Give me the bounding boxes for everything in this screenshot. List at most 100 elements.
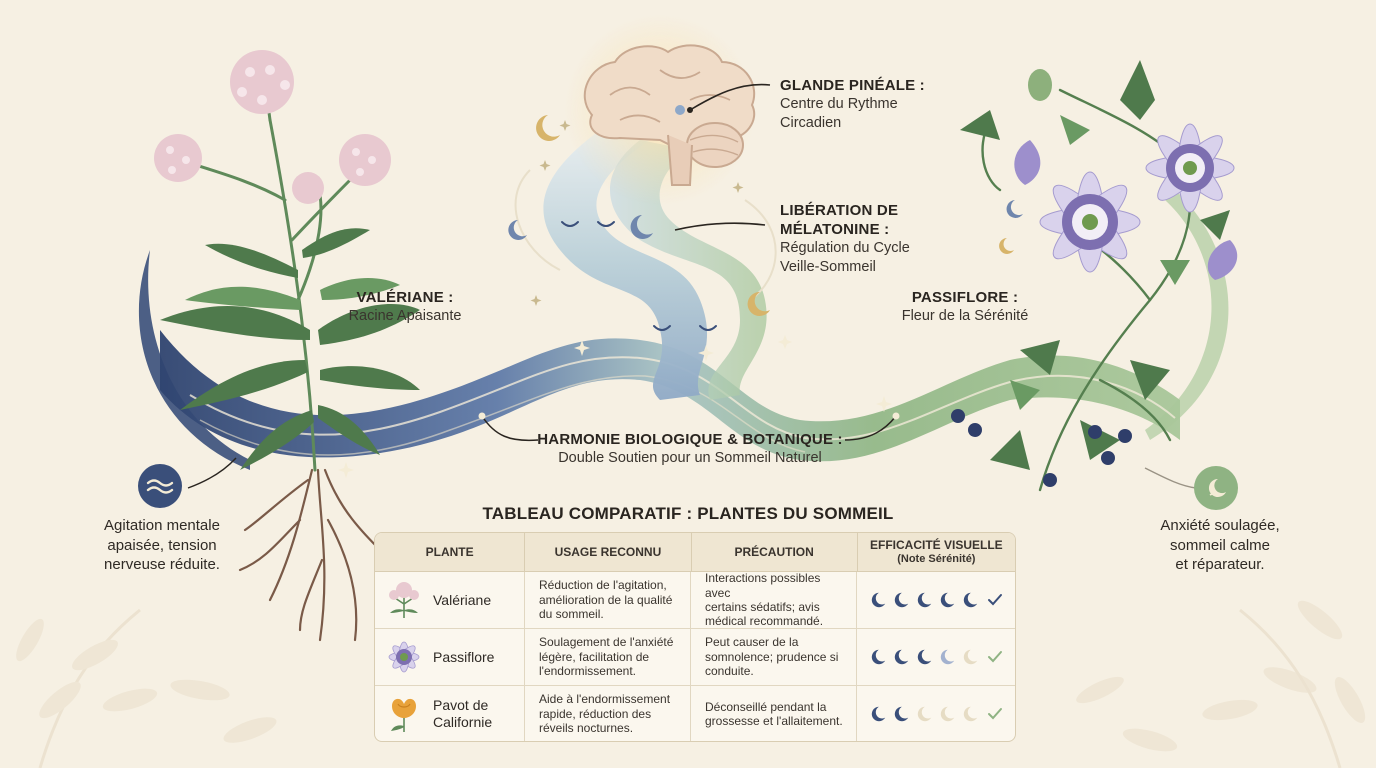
- usage-line: légère, facilitation de: [539, 649, 650, 664]
- moon-full-icon: [871, 706, 886, 722]
- plant-name-line: Passiflore: [433, 648, 495, 665]
- moon-full-icon: [963, 592, 978, 608]
- brain-icon: [583, 44, 756, 186]
- sweep-right: [1145, 190, 1229, 440]
- pineal-label: GLANDE PINÉALE : Centre du Rythme Circad…: [780, 76, 925, 132]
- caution-line: conduite.: [705, 664, 754, 679]
- moon-full-icon: [894, 649, 909, 665]
- harmonie-title: HARMONIE BIOLOGIQUE & BOTANIQUE :: [537, 431, 843, 448]
- passionflower-bloom-large: [1039, 171, 1141, 273]
- moon-empty-icon: [917, 706, 932, 722]
- serenity-rating: [869, 648, 1003, 666]
- moon-full-icon: [917, 649, 932, 665]
- caution-line: Peut causer de la: [705, 635, 799, 650]
- table-title: TABLEAU COMPARATIF : PLANTES DU SOMMEIL: [482, 504, 894, 523]
- passionflower-vine: [951, 60, 1238, 492]
- caution-cell: Interactions possibles avec certains séd…: [691, 571, 857, 629]
- caution-line: Interactions possibles avec: [705, 571, 821, 600]
- moon-decorations: [536, 115, 1014, 316]
- check-icon: [988, 651, 1002, 663]
- left-note-line-3: nerveuse réduite.: [104, 556, 220, 573]
- moon-empty-icon: [963, 706, 978, 722]
- plant-name: Passiflore: [433, 649, 494, 666]
- caution-line: Déconseillé pendant la: [705, 699, 827, 714]
- melatonin-label: LIBÉRATION DE MÉLATONINE : Régulation du…: [780, 201, 910, 276]
- caution-line: médical recommandé.: [705, 614, 824, 629]
- harmonie-sub: Double Soutien pour un Sommeil Naturel: [558, 450, 822, 467]
- wave-ribbon: [160, 330, 1180, 462]
- left-note-line-1: Agitation mentale: [104, 517, 220, 534]
- plant-name-line: Californie: [433, 714, 493, 730]
- usage-line: du sommeil.: [539, 607, 604, 622]
- moon-badge-icon: [1194, 466, 1238, 510]
- melatonin-title-2: MÉLATONINE :: [780, 221, 890, 239]
- valerian-flower-icon: [389, 582, 419, 618]
- header-usage: USAGE RECONNU: [525, 533, 692, 571]
- melatonin-stream: [543, 130, 708, 400]
- caution-line: grossesse et l'allaitement.: [705, 714, 843, 728]
- plant-name-line: Pavot de: [433, 697, 489, 714]
- usage-line: Réduction de l'agitation,: [539, 578, 667, 593]
- rating-cell: [857, 686, 1015, 741]
- pineal-line-1: Centre du Rythme: [780, 96, 898, 113]
- caution-cell: Peut causer de la somnolence; prudence s…: [691, 629, 857, 685]
- table-row: Pavot de Californie Aide à l'endormissem…: [375, 686, 1015, 741]
- header-efficacite-label: EFFICACITÉ VISUELLE: [870, 538, 1003, 553]
- plant-cell: Valériane: [375, 572, 525, 628]
- moon-full-icon: [894, 706, 909, 722]
- passionflower-bloom-upper: [1145, 123, 1235, 213]
- melatonin-title-1: LIBÉRATION DE: [780, 202, 899, 219]
- right-note-line-3: et réparateur.: [1175, 556, 1265, 573]
- rating-cell: [857, 629, 1015, 685]
- passiflore-label: PASSIFLORE : Fleur de la Sérénité: [880, 288, 1050, 326]
- moon-full-icon: [871, 649, 886, 665]
- pineal-title: GLANDE PINÉALE :: [780, 77, 925, 94]
- usage-line: réveils nocturnes.: [539, 721, 634, 736]
- melatonin-line-1: Régulation du Cycle: [780, 240, 910, 257]
- usage-cell: Réduction de l'agitation, amélioration d…: [525, 572, 691, 628]
- pineal-line-2: Circadien: [780, 114, 842, 131]
- right-note-line-1: Anxiété soulagée,: [1160, 517, 1280, 534]
- moon-half-icon: [940, 649, 955, 665]
- check-icon: [988, 708, 1002, 720]
- plant-name: Valériane: [433, 592, 491, 609]
- header-efficacite: EFFICACITÉ VISUELLE (Note Sérénité): [858, 533, 1015, 571]
- usage-line: amélioration de la qualité: [539, 592, 673, 607]
- valeriane-label: VALÉRIANE : Racine Apaisante: [330, 288, 480, 326]
- table-header: PLANTE USAGE RECONNU PRÉCAUTION EFFICACI…: [375, 533, 1015, 572]
- moon-empty-icon: [940, 706, 955, 722]
- moon-full-icon: [940, 592, 955, 608]
- caution-line: certains sédatifs; avis: [705, 600, 820, 614]
- header-precaution: PRÉCAUTION: [692, 533, 858, 571]
- header-plante: PLANTE: [375, 533, 526, 571]
- background-leaves: [16, 600, 1366, 768]
- moon-empty-icon: [963, 649, 978, 665]
- moon-full-icon: [871, 592, 886, 608]
- passiflore-title: PASSIFLORE :: [911, 289, 1019, 306]
- usage-line: l'endormissement.: [539, 664, 636, 679]
- serenity-rating: [869, 591, 1003, 609]
- pineal-leader: [689, 83, 771, 111]
- moon-full-icon: [917, 592, 932, 608]
- plant-cell: Passiflore: [375, 629, 525, 685]
- usage-cell: Aide à l'endormissement rapide, réductio…: [525, 686, 691, 741]
- right-note: Anxiété soulagée, sommeil calme et répar…: [1140, 516, 1300, 575]
- serenity-rating: [869, 705, 1003, 723]
- usage-cell: Soulagement de l'anxiété légère, facilit…: [525, 629, 691, 685]
- usage-line: Aide à l'endormissement: [539, 692, 671, 707]
- valeriane-title: VALÉRIANE :: [356, 289, 454, 306]
- left-note-line-2: apaisée, tension: [107, 536, 217, 554]
- stars: [338, 335, 892, 478]
- passiflore-sub: Fleur de la Sérénité: [901, 308, 1029, 325]
- moon-full-icon: [894, 592, 909, 608]
- sleeping-faces: [561, 221, 717, 331]
- harmonie-label: HARMONIE BIOLOGIQUE & BOTANIQUE : Double…: [520, 430, 860, 468]
- table-row: Valériane Réduction de l'agitation, amél…: [375, 571, 1015, 629]
- poppy-icon: [391, 698, 416, 732]
- passionflower-icon: [388, 641, 420, 673]
- header-efficacite-sub: (Note Sérénité): [897, 552, 976, 565]
- valeriane-sub: Racine Apaisante: [348, 308, 462, 325]
- rating-cell: [857, 572, 1015, 628]
- valerian-plant: [154, 50, 420, 642]
